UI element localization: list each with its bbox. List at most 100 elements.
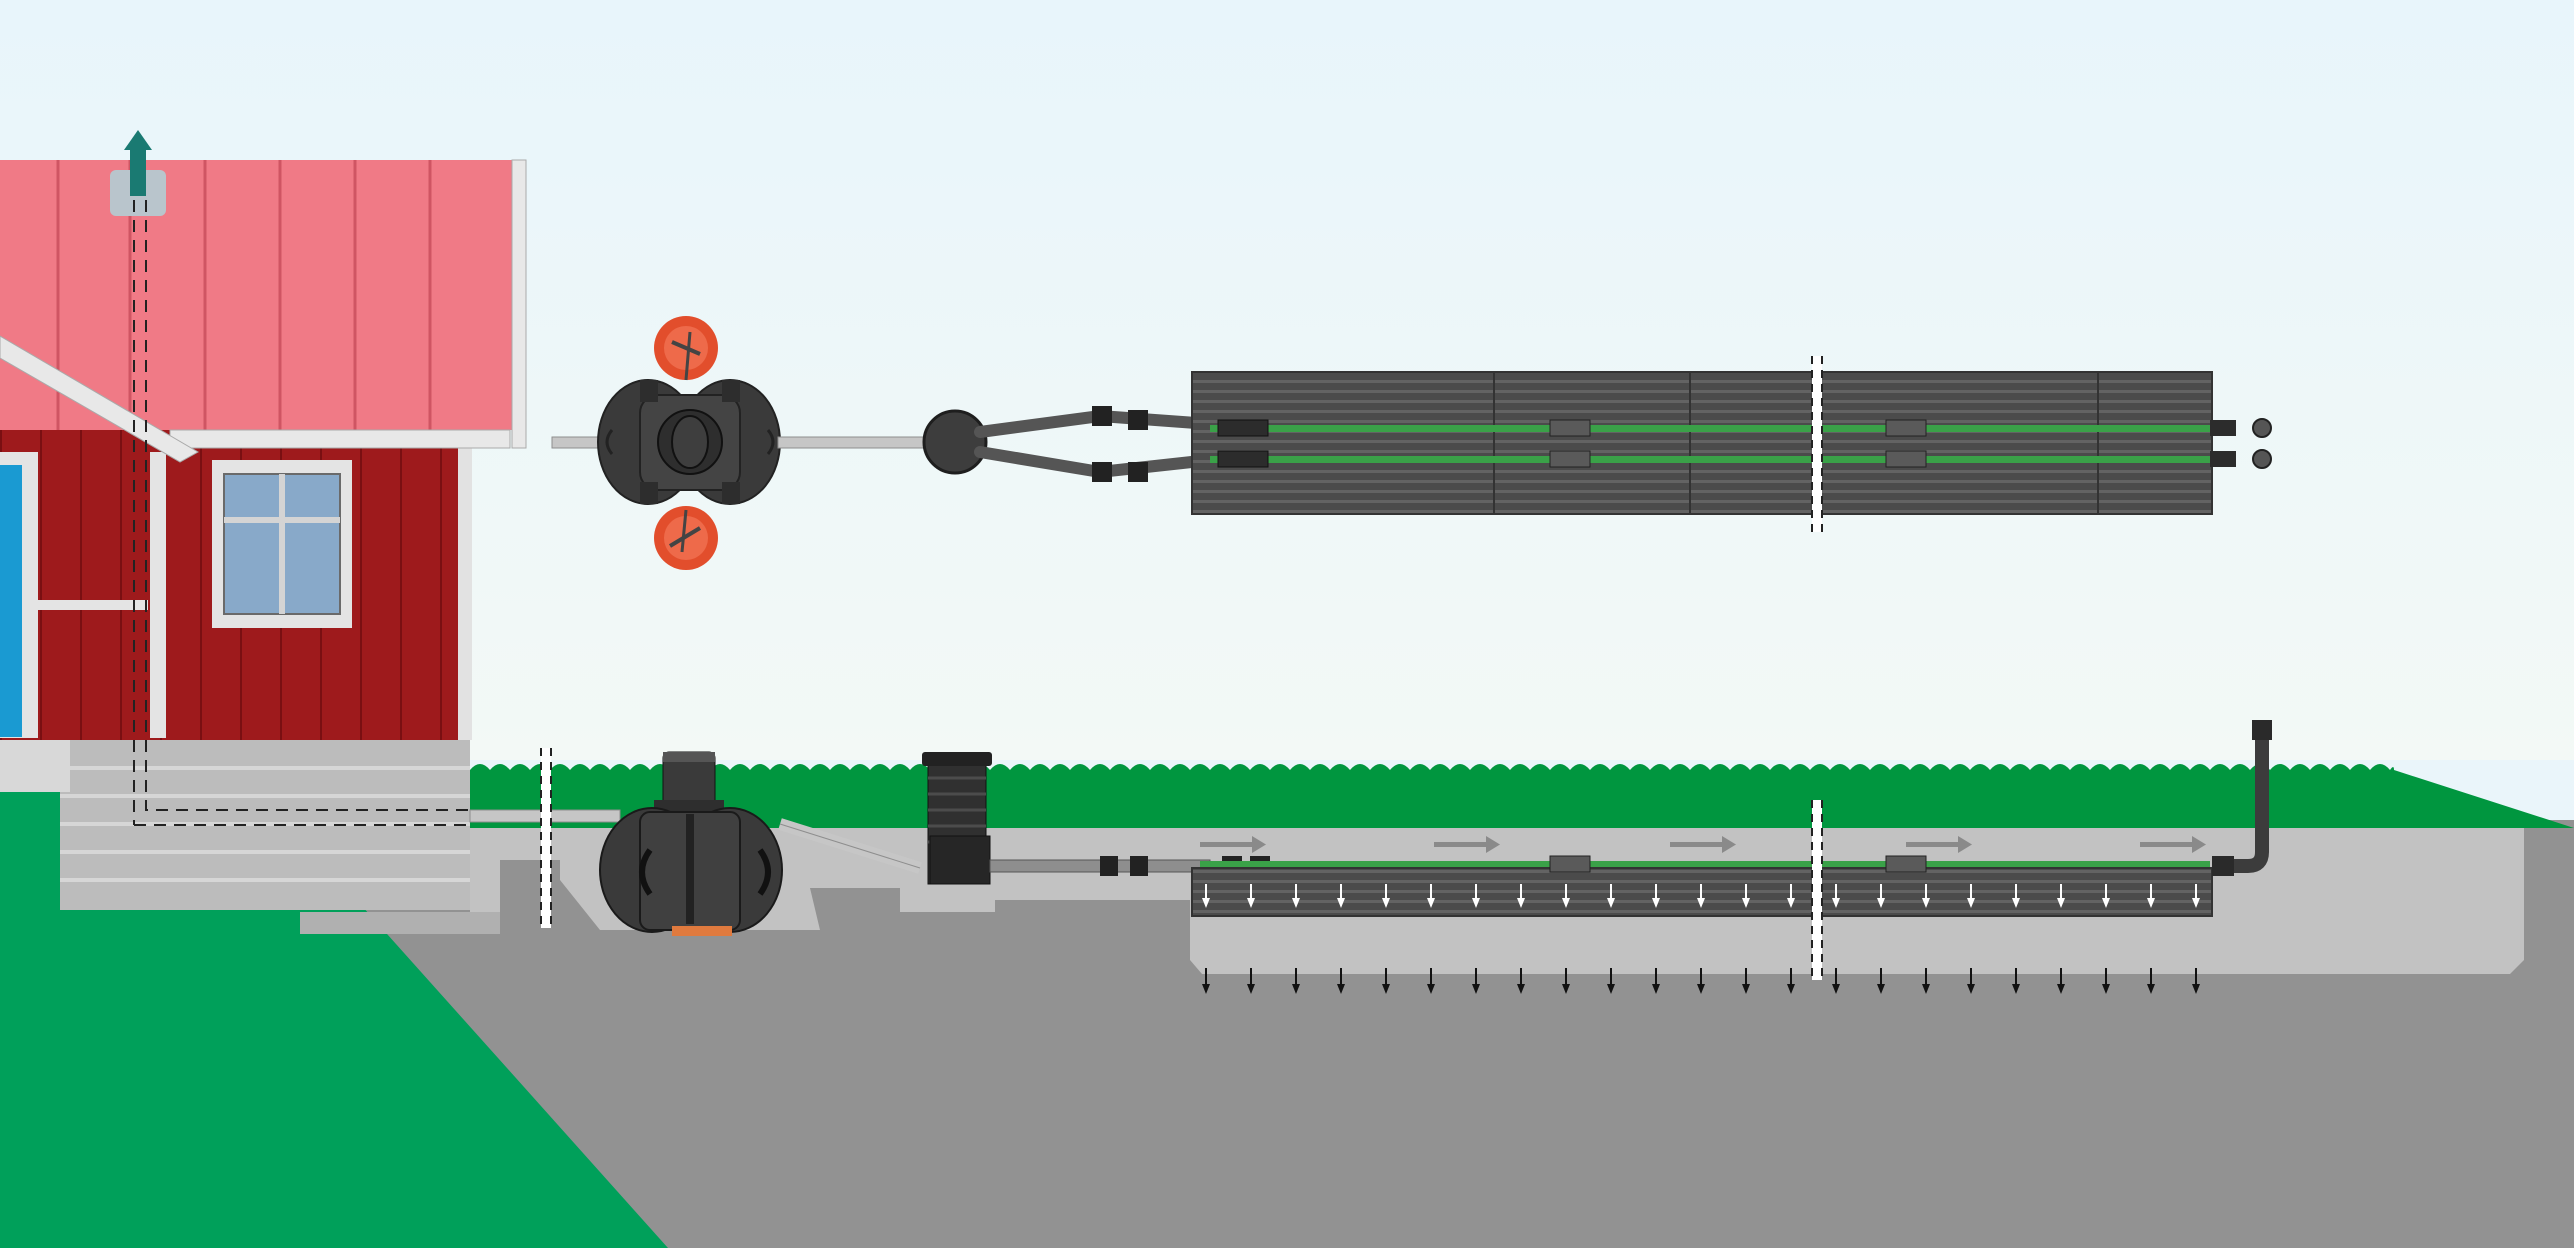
infiltration-arrow-head bbox=[1742, 898, 1750, 908]
soil-arrow-head bbox=[1877, 984, 1885, 994]
infiltration-arrow-icon bbox=[1517, 884, 1525, 908]
infiltration-arrow-icon bbox=[2192, 884, 2200, 908]
soil-arrow-head bbox=[1382, 984, 1390, 994]
infiltration-arrow-icon bbox=[2057, 968, 2065, 994]
flow-arrow-shaft bbox=[2140, 842, 2192, 847]
infiltration-arrow-icon bbox=[1292, 968, 1300, 994]
house-window bbox=[212, 460, 352, 628]
infiltration-arrow-icon bbox=[1652, 968, 1660, 994]
flow-arrow-head bbox=[1252, 836, 1266, 853]
infiltration-arrow-icon bbox=[2147, 968, 2155, 994]
infiltration-arrow-head bbox=[1607, 898, 1615, 908]
infiltration-arrow-icon bbox=[2057, 884, 2065, 908]
infiltration-arrow-head bbox=[1967, 898, 1975, 908]
infiltration-arrow-icon bbox=[1877, 884, 1885, 908]
soil-arrow-head bbox=[2147, 984, 2155, 994]
septic-tank-plan bbox=[597, 379, 781, 505]
infiltration-arrow-icon bbox=[2012, 884, 2020, 908]
soil-arrow-head bbox=[1292, 984, 1300, 994]
field-infiltration-arrows bbox=[1202, 884, 2200, 908]
infiltration-arrow-icon bbox=[1517, 968, 1525, 994]
soil-arrow-head bbox=[1922, 984, 1930, 994]
soil-arrow-head bbox=[1247, 984, 1255, 994]
infiltration-arrow-icon bbox=[1742, 968, 1750, 994]
soil-arrow-head bbox=[1742, 984, 1750, 994]
soil-arrow-head bbox=[2012, 984, 2020, 994]
soil-arrow-head bbox=[2102, 984, 2110, 994]
infiltration-arrow-icon bbox=[1247, 968, 1255, 994]
flow-arrow-head bbox=[1958, 836, 1972, 853]
soil-arrow-head bbox=[1697, 984, 1705, 994]
plan-view bbox=[551, 316, 2272, 570]
infiltration-arrow-head bbox=[2192, 898, 2200, 908]
infiltration-field-plan bbox=[1191, 371, 2213, 515]
infiltration-arrow-icon bbox=[1247, 884, 1255, 908]
soil-arrow-head bbox=[1472, 984, 1480, 994]
infiltration-arrow-icon bbox=[2102, 968, 2110, 994]
infiltration-arrow-icon bbox=[1922, 968, 1930, 994]
infiltration-arrow-head bbox=[1922, 898, 1930, 908]
infiltration-arrow-icon bbox=[1202, 968, 1210, 994]
soil-arrow-head bbox=[1652, 984, 1660, 994]
flow-arrow-shaft bbox=[1200, 842, 1252, 847]
infiltration-arrow-icon bbox=[1877, 968, 1885, 994]
infiltration-arrow-icon bbox=[1562, 968, 1570, 994]
plan-break-marker bbox=[1812, 356, 1822, 532]
flow-arrow-icon bbox=[1670, 836, 1736, 853]
infiltration-arrow-icon bbox=[1607, 884, 1615, 908]
infiltration-arrow-icon bbox=[2147, 884, 2155, 908]
soil-arrow-head bbox=[2192, 984, 2200, 994]
infiltration-arrow-head bbox=[1652, 898, 1660, 908]
flow-arrow-shaft bbox=[1434, 842, 1486, 847]
infiltration-arrow-icon bbox=[1472, 968, 1480, 994]
plan-pipe-to-well bbox=[777, 436, 929, 449]
infiltration-arrow-icon bbox=[1202, 884, 1210, 908]
flow-arrow-icon bbox=[1200, 836, 1266, 853]
flow-arrow-shaft bbox=[1670, 842, 1722, 847]
infiltration-arrow-head bbox=[1382, 898, 1390, 908]
flow-arrow-head bbox=[1722, 836, 1736, 853]
infiltration-arrow-icon bbox=[1922, 884, 1930, 908]
soil-arrow-head bbox=[1832, 984, 1840, 994]
infiltration-arrow-head bbox=[1832, 898, 1840, 908]
soil-arrow-head bbox=[1607, 984, 1615, 994]
soil-infiltration-arrows bbox=[1202, 968, 2200, 994]
house bbox=[0, 130, 527, 934]
infiltration-arrow-icon bbox=[1967, 884, 1975, 908]
infiltration-arrow-head bbox=[1877, 898, 1885, 908]
infiltration-arrow-icon bbox=[1607, 968, 1615, 994]
soil-arrow-head bbox=[1337, 984, 1345, 994]
infiltration-arrow-icon bbox=[1382, 884, 1390, 908]
soil-arrow-head bbox=[1967, 984, 1975, 994]
infiltration-arrow-head bbox=[2012, 898, 2020, 908]
vent-arrow-icon bbox=[124, 130, 152, 196]
soil-arrow-head bbox=[1427, 984, 1435, 994]
infiltration-arrow-icon bbox=[1427, 968, 1435, 994]
infiltration-arrow-icon bbox=[1472, 884, 1480, 908]
distribution-well-plan bbox=[922, 409, 988, 475]
infiltration-arrow-head bbox=[1337, 898, 1345, 908]
infiltration-arrow-icon bbox=[1697, 968, 1705, 994]
vent-pipe-dashed bbox=[133, 200, 470, 826]
flow-arrow-head bbox=[2192, 836, 2206, 853]
infiltration-arrow-icon bbox=[1742, 884, 1750, 908]
house-gable bbox=[0, 335, 200, 463]
soil-arrow-head bbox=[2057, 984, 2065, 994]
distribution-well-section bbox=[922, 752, 992, 885]
infiltration-arrow-icon bbox=[1697, 884, 1705, 908]
infiltration-arrow-head bbox=[1292, 898, 1300, 908]
flow-arrow-head bbox=[1486, 836, 1500, 853]
infiltration-arrow-head bbox=[1517, 898, 1525, 908]
infiltration-arrow-icon bbox=[1337, 884, 1345, 908]
infiltration-arrow-head bbox=[1247, 898, 1255, 908]
infiltration-arrow-icon bbox=[1337, 968, 1345, 994]
infiltration-arrow-icon bbox=[1832, 968, 1840, 994]
infiltration-arrow-icon bbox=[1967, 968, 1975, 994]
infiltration-arrow-icon bbox=[1652, 884, 1660, 908]
flow-arrow-icon bbox=[2140, 836, 2206, 853]
flow-arrows bbox=[1200, 836, 2206, 853]
infiltration-arrow-head bbox=[1697, 898, 1705, 908]
septic-tank-section bbox=[599, 751, 783, 936]
hedge bbox=[470, 764, 2574, 828]
